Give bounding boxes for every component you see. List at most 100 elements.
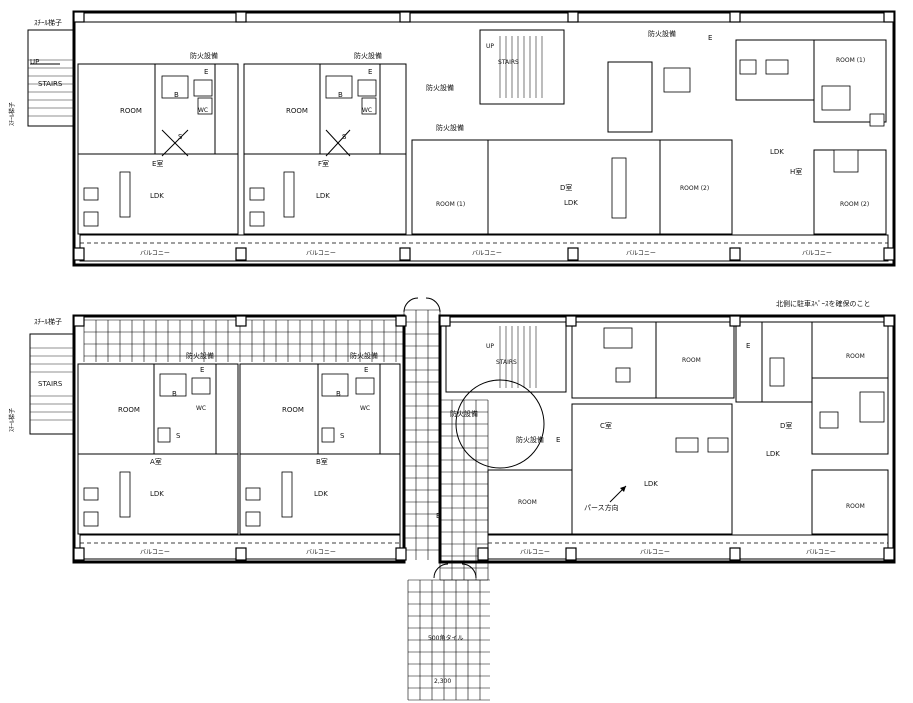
lower-c-stairs-label: STAIRS	[496, 359, 517, 366]
lower-tile-note: 500角タイル	[428, 634, 463, 642]
lower-c-ldk-label: LDK	[644, 480, 658, 488]
upper-h-room2b-label: ROOM (2)	[840, 201, 869, 208]
lower-b-b-label: B	[336, 390, 341, 398]
upper-f-s-label: S	[342, 133, 347, 141]
lower-b-wc-label: WC	[360, 405, 370, 412]
upper-balcony-band	[79, 234, 889, 262]
upper-e-balcony-label: バルコニー	[140, 250, 170, 257]
lower-a-fire-label: 防火設備	[186, 351, 214, 360]
lower-b-unit-label: B室	[316, 457, 328, 466]
upper-h-fire-label: 防火設備	[648, 29, 676, 38]
lower-b-fire-label: 防火設備	[350, 351, 378, 360]
lower-c-e-label: E	[556, 436, 560, 444]
lower-c-balcony2-label: バルコニー	[640, 549, 670, 556]
upper-stairs-label: STAIRS	[38, 80, 63, 88]
lower-b-balcony-label: バルコニー	[306, 549, 336, 556]
upper-unit-e	[77, 63, 239, 235]
upper-stairs-up: UP	[30, 58, 39, 66]
upper-h-balcony1-label: バルコニー	[626, 250, 656, 257]
lower-a-b-label: B	[172, 390, 177, 398]
upper-h-room1-label: ROOM (1)	[836, 57, 865, 64]
upper-outer-wall	[72, 10, 896, 267]
upper-e-b-label: B	[174, 91, 179, 99]
upper-f-fire-label: 防火設備	[354, 51, 382, 60]
lower-b-e-label: E	[364, 366, 368, 374]
upper-d-balcony-label: バルコニー	[472, 250, 502, 257]
lower-unit-a	[77, 363, 239, 535]
upper-e-e-label: E	[204, 68, 208, 76]
upper-f-room-label: ROOM	[286, 107, 308, 115]
upper-e-room-label: ROOM	[120, 107, 142, 115]
upper-d-room1-label: ROOM (1)	[436, 201, 465, 208]
upper-e-fire-label: 防火設備	[190, 51, 218, 60]
lower-c-unit-label: C室	[600, 421, 612, 430]
upper-d-up-label: UP	[486, 43, 494, 50]
lower-right-wall	[438, 314, 896, 564]
upper-ladder-label: ｽﾁｰﾙ梯子	[34, 18, 62, 27]
lower-d-e-label: E	[746, 342, 750, 350]
lower-ladder-label: ｽﾁｰﾙ梯子	[34, 317, 62, 326]
upper-d-fire1-label: 防火設備	[426, 83, 454, 92]
lower-d-room2-label: ROOM	[846, 503, 865, 510]
lower-d-room1-label: ROOM	[846, 353, 865, 360]
upper-unit-f	[243, 63, 407, 235]
upper-d-stairs-label: STAIRS	[498, 59, 519, 66]
upper-d-ldk-label: LDK	[564, 199, 578, 207]
upper-f-b-label: B	[338, 91, 343, 99]
lower-handrail-label: ｽﾁｰﾙ梯子	[8, 408, 16, 432]
lower-unit-c	[445, 321, 735, 535]
upper-d-unit-label: D室	[560, 183, 572, 192]
upper-h-ldk-label: LDK	[770, 148, 784, 156]
upper-e-s-label: S	[178, 133, 183, 141]
lower-stairs-label: STAIRS	[38, 380, 63, 388]
upper-e-unit-label: E室	[152, 159, 163, 168]
lower-c-perspective-label: パース方向	[584, 503, 619, 512]
upper-e-wc-label: WC	[198, 107, 208, 114]
upper-d-fire2-label: 防火設備	[436, 123, 464, 132]
lower-d-unit-label: D室	[780, 421, 792, 430]
upper-h-unit-label: H室	[790, 167, 802, 176]
upper-exterior-stairs	[27, 29, 75, 127]
lower-columns	[73, 315, 895, 561]
upper-f-wc-label: WC	[362, 107, 372, 114]
upper-columns	[73, 11, 895, 261]
lower-b-ldk-label: LDK	[314, 490, 328, 498]
lower-b-s-label: S	[340, 432, 345, 440]
lower-c-up-label: UP	[486, 343, 494, 350]
upper-f-unit-label: F室	[318, 159, 329, 168]
lower-tile-path	[403, 309, 490, 701]
lower-c-fire1-label: 防火設備	[450, 409, 478, 418]
upper-h-room2a-label: ROOM (2)	[680, 185, 709, 192]
lower-d-balcony-label: バルコニー	[806, 549, 836, 556]
lower-d-parking-note: 北側に駐車ｽﾍﾟｰｽを確保のこと	[776, 299, 871, 308]
lower-exterior-stairs	[29, 333, 75, 435]
lower-a-room-label: ROOM	[118, 406, 140, 414]
lower-a-balcony-label: バルコニー	[140, 549, 170, 556]
upper-h-e-label: E	[708, 34, 712, 42]
upper-f-balcony-label: バルコニー	[306, 250, 336, 257]
lower-tile-terrace	[83, 319, 404, 362]
lower-c-fire2-label: 防火設備	[516, 435, 544, 444]
lower-unit-b	[239, 363, 401, 535]
lower-a-s-label: S	[176, 432, 181, 440]
lower-a-e-label: E	[200, 366, 204, 374]
lower-c-balcony1-label: バルコニー	[520, 549, 550, 556]
lower-path-width: 2,300	[434, 678, 451, 685]
upper-unit-d	[411, 29, 733, 235]
lower-c-room-b-label: ROOM	[682, 357, 701, 364]
upper-unit-h	[735, 39, 887, 235]
upper-f-e-label: E	[368, 68, 372, 76]
upper-handrail-label: ｽﾁｰﾙ梯子	[8, 102, 16, 126]
lower-a-unit-label: A室	[150, 457, 162, 466]
lower-a-ldk-label: LDK	[150, 490, 164, 498]
lower-floor-plan: ｽﾁｰﾙ梯子 STAIRS ｽﾁｰﾙ梯子 防火設備 ROOM LDK A室 バル…	[8, 297, 896, 701]
upper-h-balcony2-label: バルコニー	[802, 250, 832, 257]
upper-f-ldk-label: LDK	[316, 192, 330, 200]
upper-e-ldk-label: LDK	[150, 192, 164, 200]
lower-unit-d	[735, 321, 889, 535]
lower-a-wc-label: WC	[196, 405, 206, 412]
lower-path-e-label: E	[436, 512, 440, 520]
lower-b-room-label: ROOM	[282, 406, 304, 414]
upper-floor-plan: ｽﾁｰﾙ梯子 UP STAIRS ｽﾁｰﾙ梯子 防火設備 ROOM LDK E室…	[8, 10, 896, 267]
